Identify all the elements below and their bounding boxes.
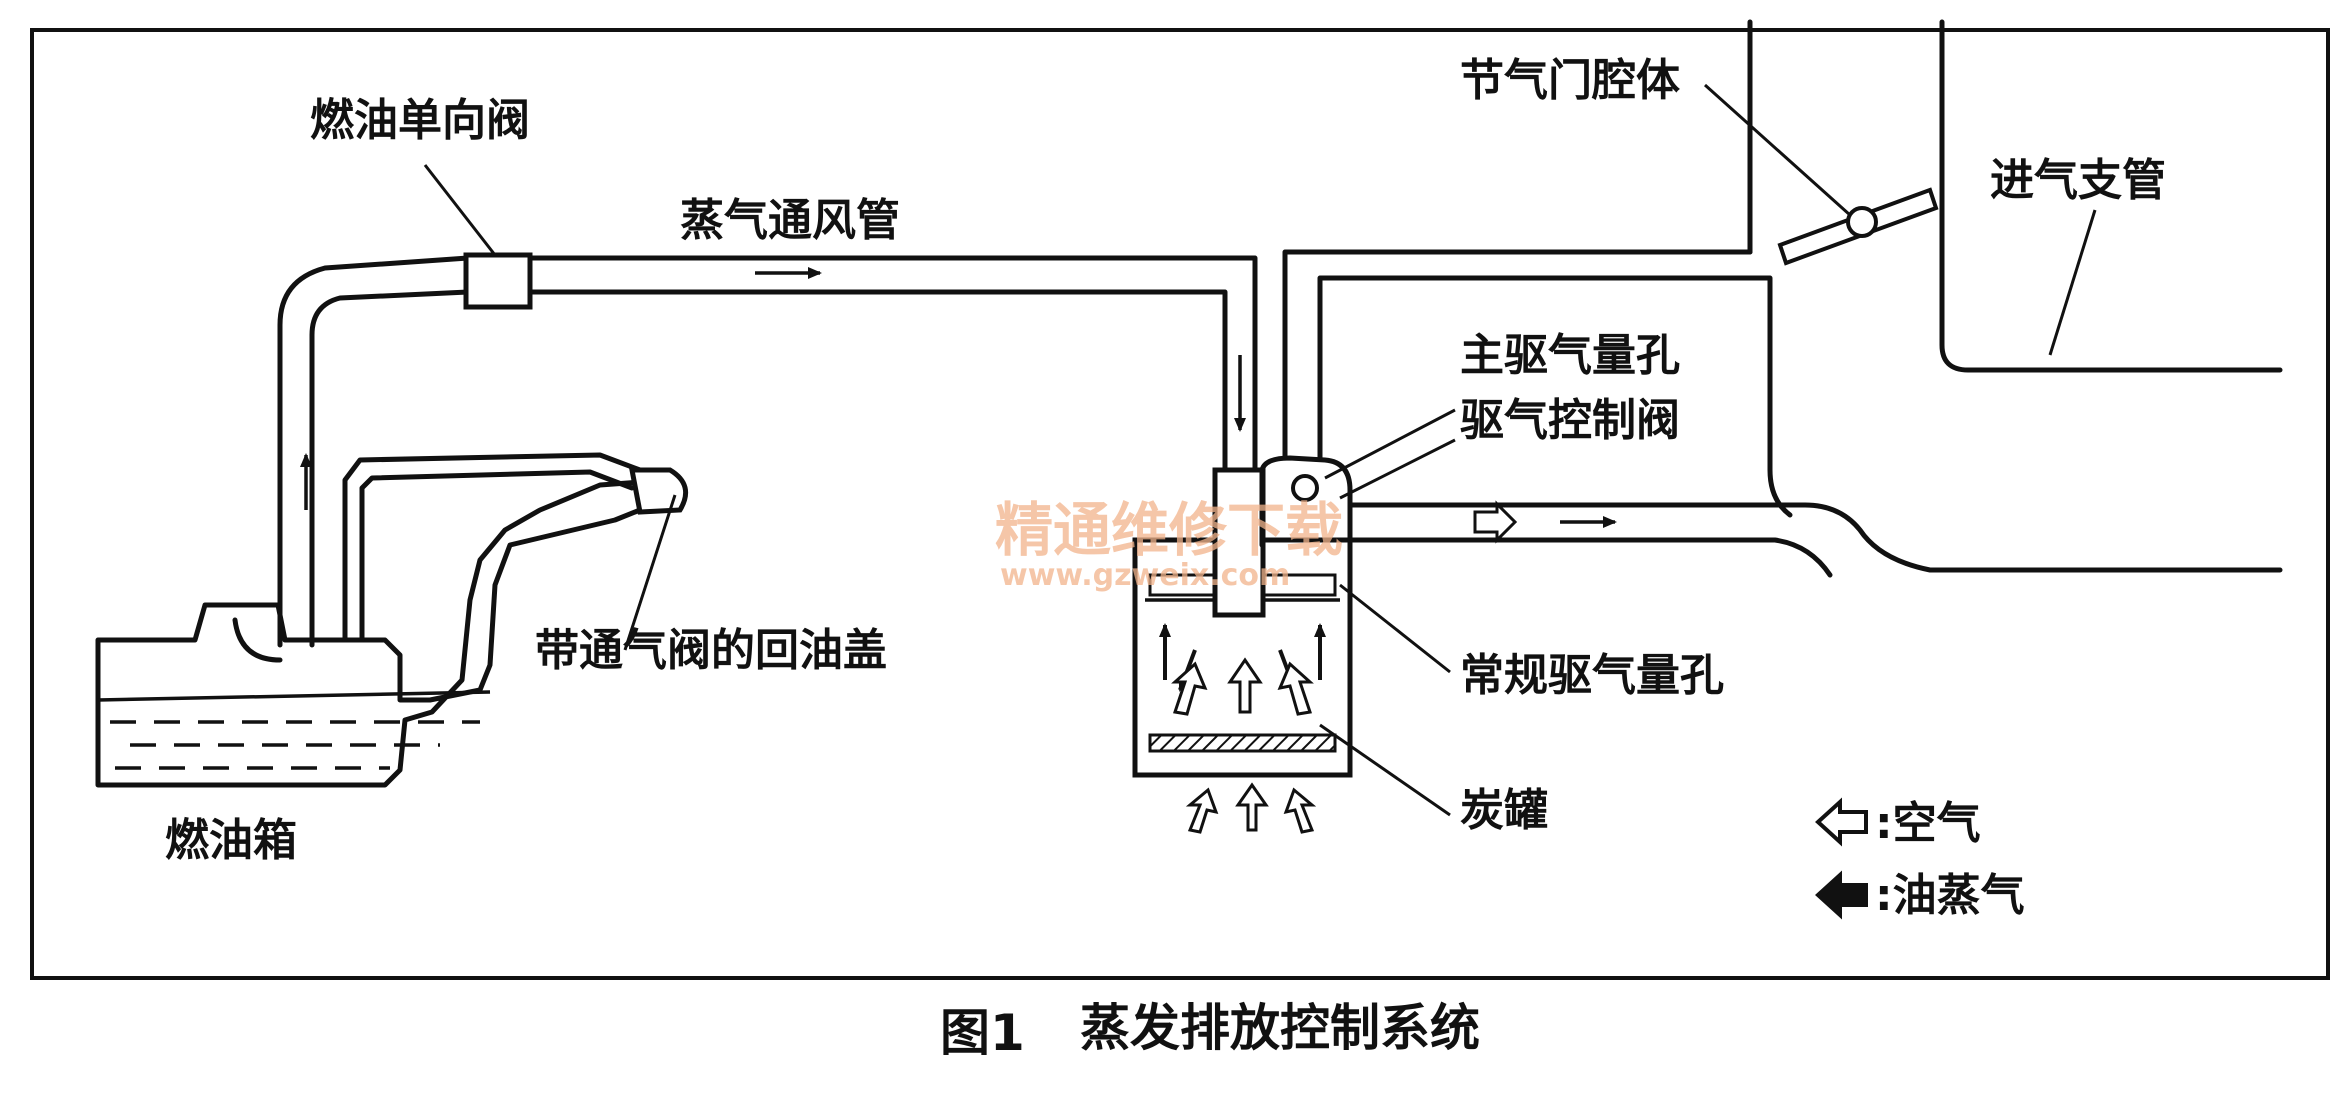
label-fuel-tank: 燃油箱: [165, 815, 297, 866]
leader-lines: [423, 83, 2097, 817]
fuel-cap: [628, 467, 689, 515]
filler-neck: [342, 452, 643, 643]
figure-title: 蒸发排放控制系统: [1080, 999, 1480, 1057]
legend-vapor-icon: [1815, 870, 1868, 920]
air-inlet-arrows: [1185, 782, 1317, 834]
figure-number: 图1: [940, 1004, 1025, 1062]
label-fuel-cap: 带通气阀的回油盖: [535, 625, 887, 676]
watermark-url: www.gzweix.com: [1000, 558, 1290, 593]
label-canister: 炭罐: [1460, 785, 1548, 836]
legend-vapor-label: :油蒸气: [1875, 870, 2025, 921]
legend-air-icon: [1815, 797, 1868, 847]
purge-line: [1347, 500, 2283, 578]
label-fuel-check-valve: 燃油单向阀: [310, 95, 530, 146]
tank-vent-pipe: [232, 255, 471, 663]
purge-control-valve: [1259, 455, 1353, 548]
vapor-vent-pipe: [527, 255, 1258, 473]
watermark-text: 精通维修下载: [995, 496, 1343, 564]
diagram-frame: [30, 28, 2330, 980]
throttle-plate: [1777, 187, 1939, 266]
label-regular-purge-orifice: 常规驱气量孔: [1460, 650, 1724, 701]
label-purge-control-valve: 驱气控制阀: [1460, 395, 1680, 446]
label-throttle-body: 节气门腔体: [1460, 55, 1680, 106]
label-main-purge-orifice: 主驱气量孔: [1460, 330, 1680, 381]
intake-manifold: [1747, 19, 2283, 373]
throttle-branch-pipe: [1282, 249, 1793, 518]
canister: [1132, 467, 1353, 778]
fuel-check-valve: [463, 252, 533, 310]
legend-air-label: :空气: [1875, 798, 1981, 849]
label-intake-manifold: 进气支管: [1990, 155, 2166, 206]
label-vapor-vent-pipe: 蒸气通风管: [680, 195, 900, 246]
